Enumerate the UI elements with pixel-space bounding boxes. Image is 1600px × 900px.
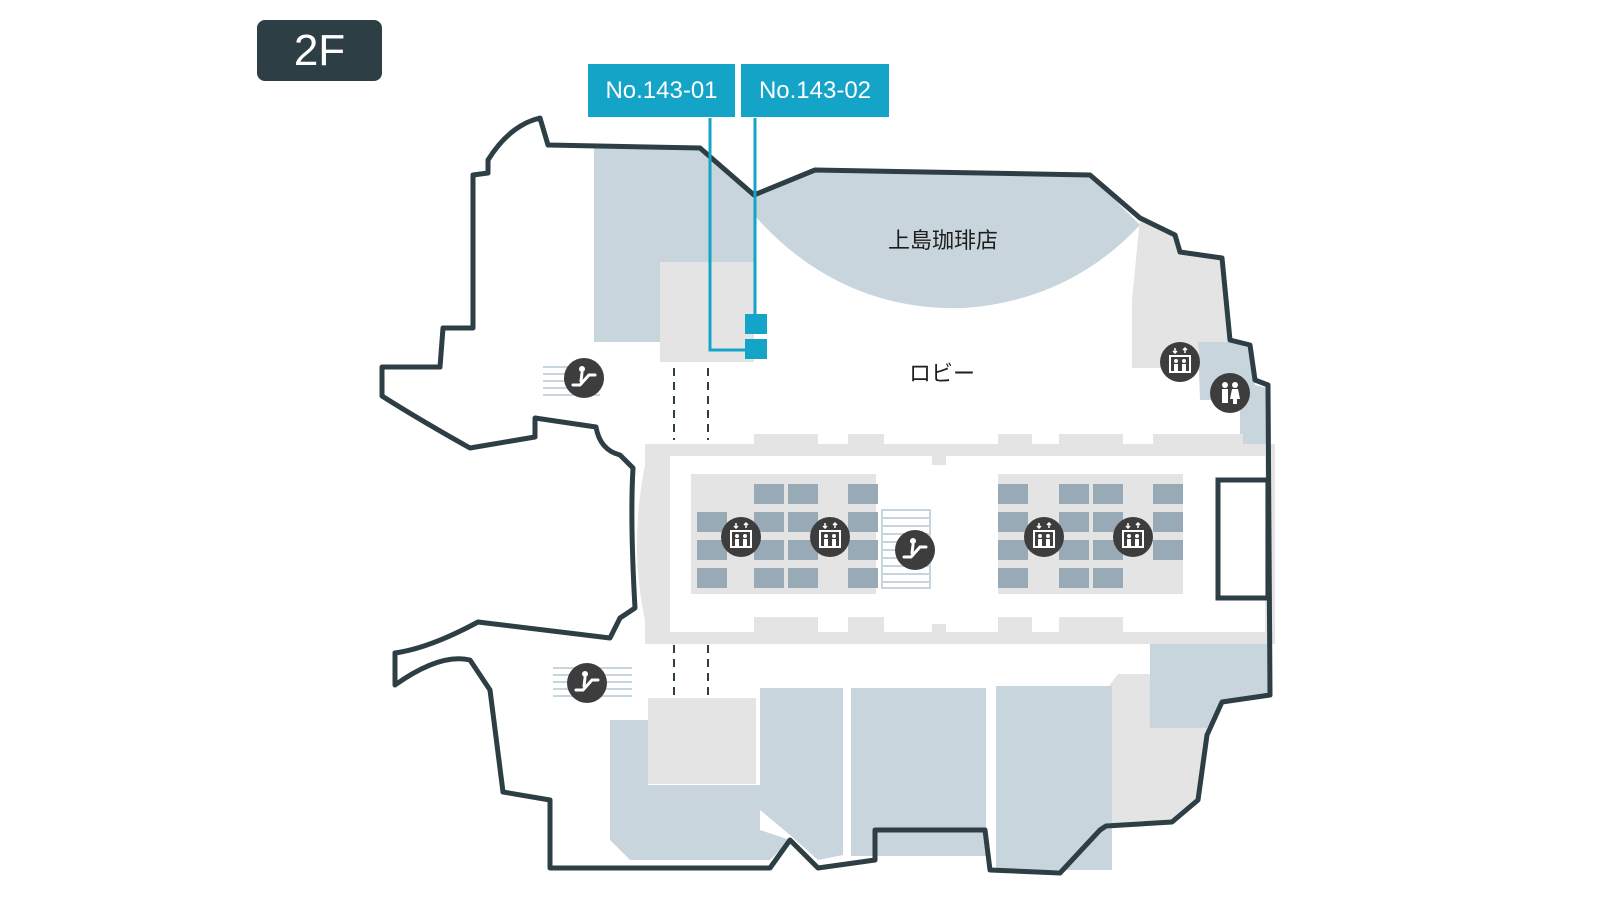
booth-leader-lines bbox=[708, 118, 757, 352]
room-north-2[interactable] bbox=[660, 262, 754, 362]
elevator-icon[interactable] bbox=[1112, 516, 1154, 558]
escalator-icon[interactable] bbox=[562, 356, 606, 400]
room-south-5[interactable] bbox=[996, 686, 1112, 870]
room-east-4[interactable] bbox=[1150, 628, 1268, 728]
elevator-icon[interactable] bbox=[1023, 516, 1065, 558]
cafe-area[interactable] bbox=[754, 170, 1140, 309]
elevator-core-west bbox=[691, 474, 878, 594]
elevator-icon[interactable] bbox=[1159, 341, 1201, 383]
room-south-2[interactable] bbox=[648, 698, 756, 784]
booth-143-01-marker[interactable] bbox=[745, 339, 767, 359]
booth-143-02-marker[interactable] bbox=[745, 314, 767, 334]
restroom-icon[interactable] bbox=[1210, 373, 1250, 413]
room-north-1[interactable] bbox=[594, 148, 754, 342]
floor-badge: 2F bbox=[257, 20, 382, 81]
cafe-label: 上島珈琲店 bbox=[888, 229, 999, 254]
atrium-pillars bbox=[754, 434, 1243, 639]
bridge-lines bbox=[673, 368, 709, 700]
escalator-icon[interactable] bbox=[893, 528, 937, 572]
atrium-west-curve bbox=[637, 460, 668, 625]
lobby-label: ロビー bbox=[909, 362, 976, 387]
escalator-icon[interactable] bbox=[565, 661, 609, 705]
room-east-5[interactable] bbox=[1106, 674, 1207, 826]
booth-tag-143-01[interactable]: No.143-01 bbox=[588, 64, 735, 117]
elevator-icon[interactable] bbox=[809, 516, 851, 558]
booth-tag-143-02[interactable]: No.143-02 bbox=[741, 64, 889, 117]
building-wall bbox=[379, 115, 1273, 876]
room-south-3[interactable] bbox=[760, 688, 843, 860]
room-south-1[interactable] bbox=[610, 720, 790, 860]
elevator-icon[interactable] bbox=[720, 516, 762, 558]
